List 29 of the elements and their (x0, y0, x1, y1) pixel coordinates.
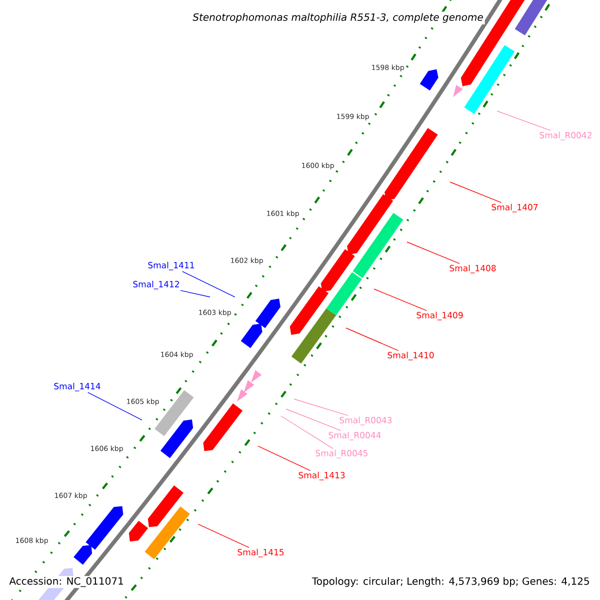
gene-label: Smal_R0043 (340, 416, 392, 426)
summary-text: Topology: circular; Length: 4,573,969 bp; Genes: 4,125 (310, 576, 591, 588)
leader-line (258, 446, 311, 471)
gene-label: Smal_1412 (133, 280, 179, 290)
gene-label: Smal_1409 (416, 312, 463, 320)
leader-line (88, 392, 142, 420)
gene-label: Smal_R0044 (328, 432, 381, 440)
gene-label: Smal_1408 (450, 264, 496, 274)
leader-line (374, 288, 427, 311)
leader-line (198, 524, 250, 548)
gene-label: Smal_R0042 (540, 132, 592, 140)
gene-label: Smal_R0045 (316, 450, 368, 458)
accession-text: Accession: NC_011071 (8, 576, 125, 588)
gene-label: Smal_1413 (298, 472, 345, 480)
gene-label: Smal_1415 (238, 548, 284, 558)
gene-label: Smal_1414 (54, 382, 100, 392)
leader-line (280, 416, 334, 449)
leader-line (496, 110, 552, 131)
leader-line (180, 290, 210, 298)
leader-line (286, 408, 342, 431)
gene-label: Smal_1407 (492, 204, 538, 212)
leader-line (294, 398, 348, 416)
title: Stenotrophomonas maltophilia R551-3, complete genome (191, 12, 485, 24)
gene-label: Smal_1411 (148, 262, 194, 270)
leader-line (182, 271, 236, 298)
leader-line (406, 242, 460, 264)
leader-line (346, 328, 399, 351)
gene-label: Smal_1410 (388, 352, 434, 360)
leader-line (450, 182, 502, 203)
